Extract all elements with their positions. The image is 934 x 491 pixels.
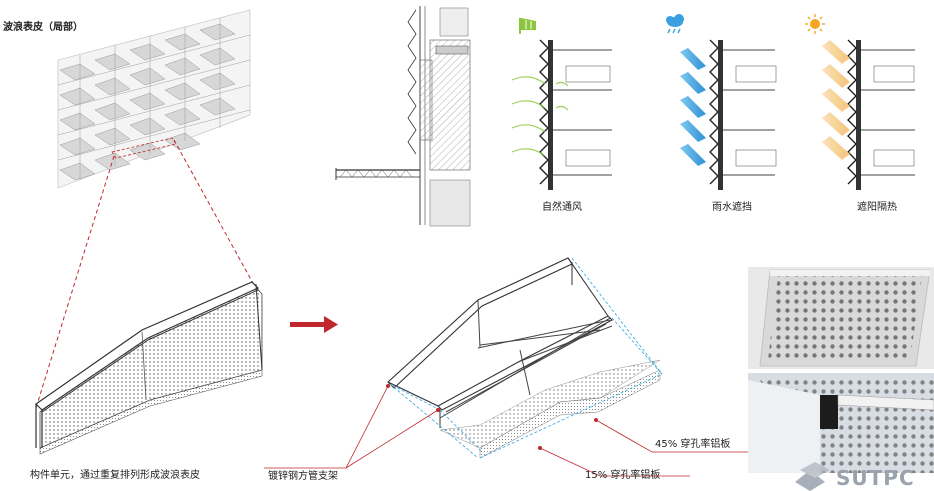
rain-diagram [680,39,782,190]
panel-unit-drawing [35,281,263,455]
exploded-unit-drawing [264,257,760,477]
panel-45-label: 45% 穿孔率铝板 [655,439,731,450]
wind-flag-icon [519,18,536,34]
ventilation-diagram [511,39,612,190]
zoom-lines [35,139,255,409]
unit-caption: 构件单元，通过重复排列形成波浪表皮 [30,470,200,481]
ventilation-label: 自然通风 [542,202,582,213]
wave-facade-drawing [57,9,251,189]
watermark-text: SUTPC [836,466,915,490]
perforated-panel-photo-bottom [748,373,934,473]
wall-section-drawing [320,0,496,232]
perforated-panel-photo-top [748,267,934,369]
panel-15-label: 15% 穿孔率铝板 [585,470,661,481]
transition-arrow [290,316,338,333]
shading-diagram [822,39,917,190]
frame-label: 镀锌钢方管支架 [268,471,338,482]
sun-icon [805,14,825,34]
rain-cloud-icon [666,14,684,34]
facade-title: 波浪表皮（局部） [3,22,83,33]
shading-label: 遮阳隔热 [857,202,897,213]
sutpc-logo [795,462,830,491]
rain-label: 雨水遮挡 [712,202,752,213]
